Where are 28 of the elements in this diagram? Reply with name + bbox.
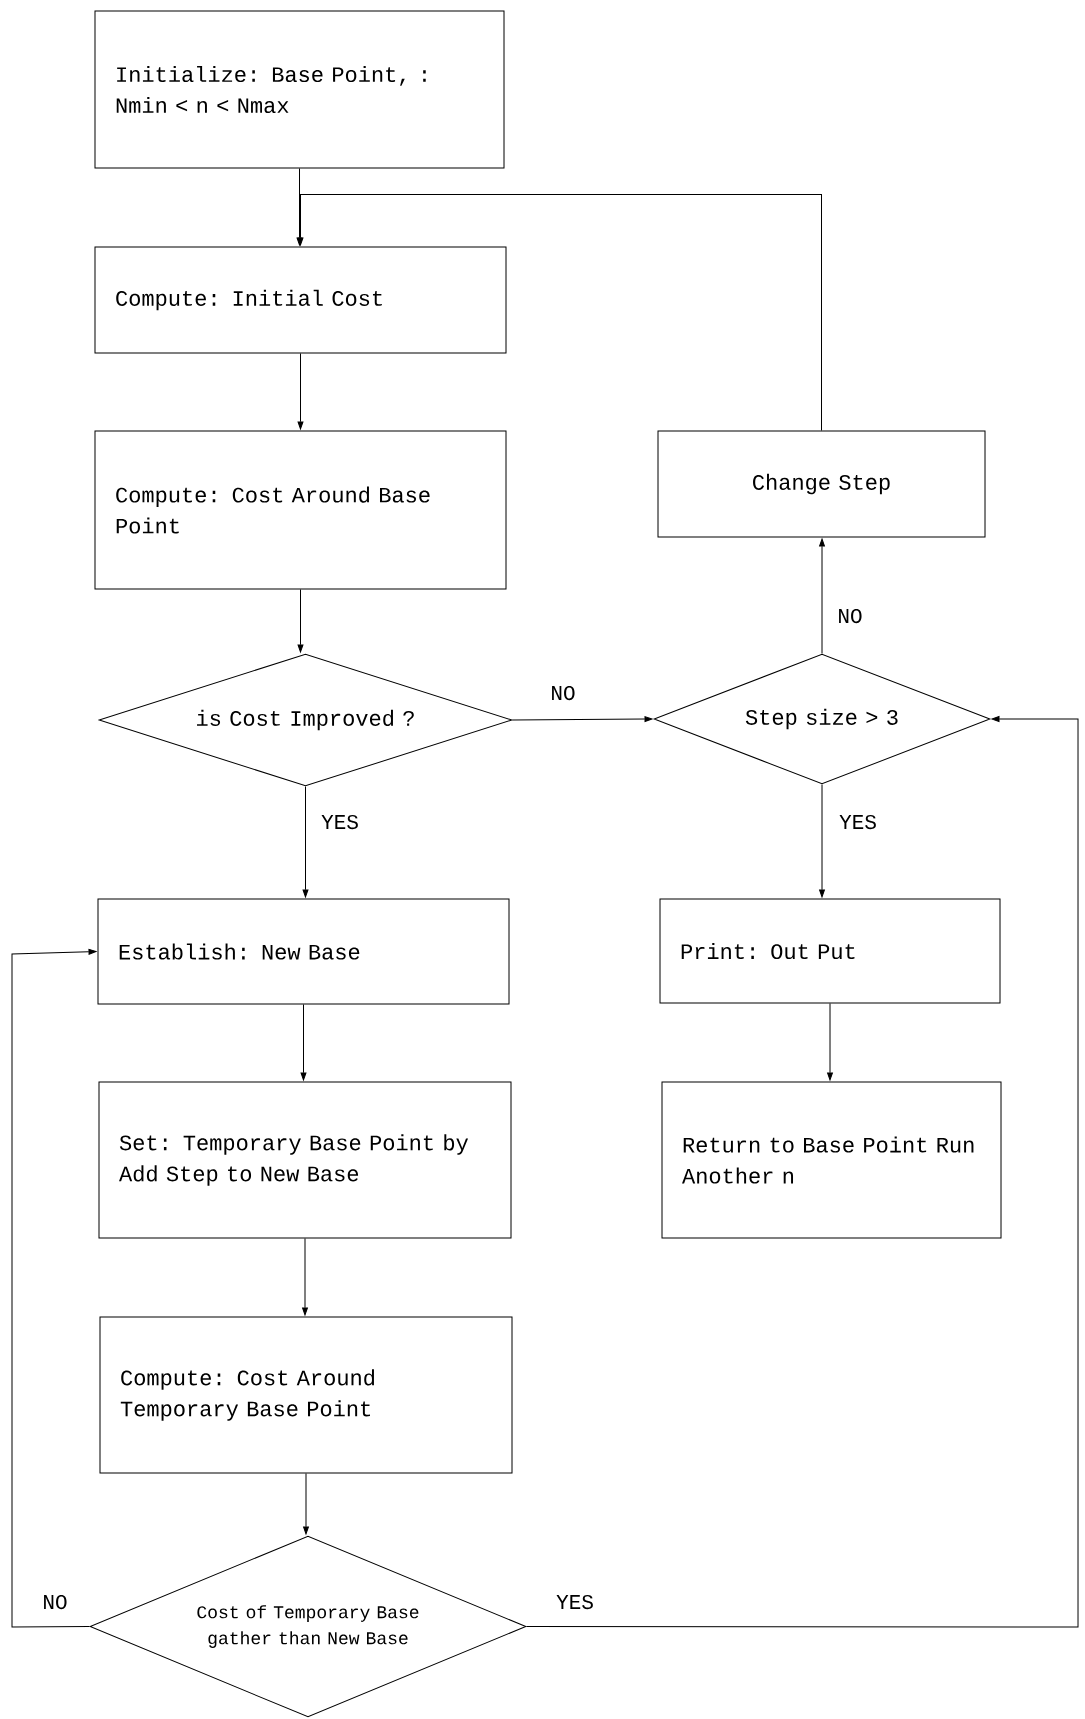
edge-label: NO: [548, 683, 578, 703]
arrow: [819, 784, 825, 898]
process-box: Compute: Cost Around Base Point: [94, 430, 507, 590]
process-box: Compute: Initial Cost: [94, 246, 507, 354]
arrow: [819, 538, 825, 654]
edge-label: YES: [319, 812, 361, 832]
process-box: Initialize: Base Point, : Nmin < n < Nmax: [94, 10, 505, 169]
edge-label: YES: [554, 1592, 596, 1612]
process-box: Change Step: [657, 430, 986, 538]
arrow: [297, 194, 822, 431]
arrow: [303, 1473, 309, 1535]
edge-label: NO: [40, 1592, 70, 1612]
arrow: [297, 353, 304, 430]
process-box: Print: Out Put: [659, 898, 1001, 1004]
arrow: [297, 589, 304, 653]
arrow: [827, 1003, 833, 1081]
edge-label: NO: [835, 606, 865, 626]
arrow: [526, 716, 1079, 1628]
edge-label: YES: [837, 812, 879, 832]
arrow: [302, 1238, 308, 1316]
arrow: [302, 786, 309, 898]
process-box: Compute: Cost Around Temporary Base Point: [99, 1316, 513, 1474]
arrow: [512, 716, 653, 722]
process-box: Establish: New Base: [97, 898, 510, 1005]
process-box: Return to Base Point Run Another n: [661, 1081, 1002, 1239]
arrow: [300, 1004, 307, 1081]
arrow: [11, 948, 97, 1628]
process-box: Set: Temporary Base Point by Add Step to New Base: [98, 1081, 512, 1239]
